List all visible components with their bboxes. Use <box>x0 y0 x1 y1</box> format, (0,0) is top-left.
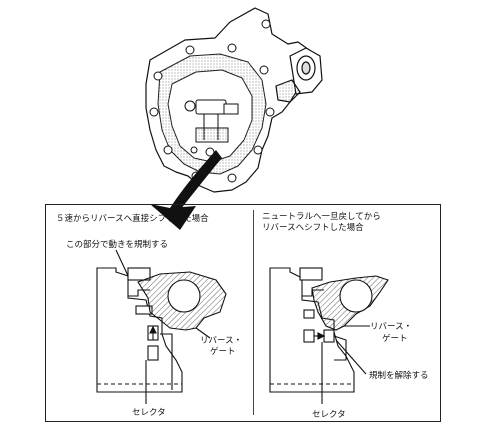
right-panel-title-1: ニュートラルへ一旦戻してから <box>262 212 381 222</box>
right-reverse-gate-label-1: リバース・ <box>370 322 413 332</box>
left-reverse-gate-label-2: ゲート <box>210 347 236 357</box>
left-panel-title: ５速からリバースへ直接シフトした場合 <box>56 214 209 224</box>
left-selector-label: セレクタ <box>132 408 166 418</box>
right-reverse-gate-label-2: ゲート <box>382 334 408 344</box>
right-release-note: 規制を解除する <box>369 371 429 381</box>
panel-divider <box>253 210 254 415</box>
left-reverse-gate-label-1: リバース・ <box>200 336 243 346</box>
left-restrict-note: この部分で動きを規制する <box>66 240 169 250</box>
right-selector-label: セレクタ <box>312 410 346 420</box>
right-panel-title-2: リバースへシフトした場合 <box>262 223 364 233</box>
zoom-callout-arrow <box>170 150 222 210</box>
detail-frame <box>45 204 441 422</box>
